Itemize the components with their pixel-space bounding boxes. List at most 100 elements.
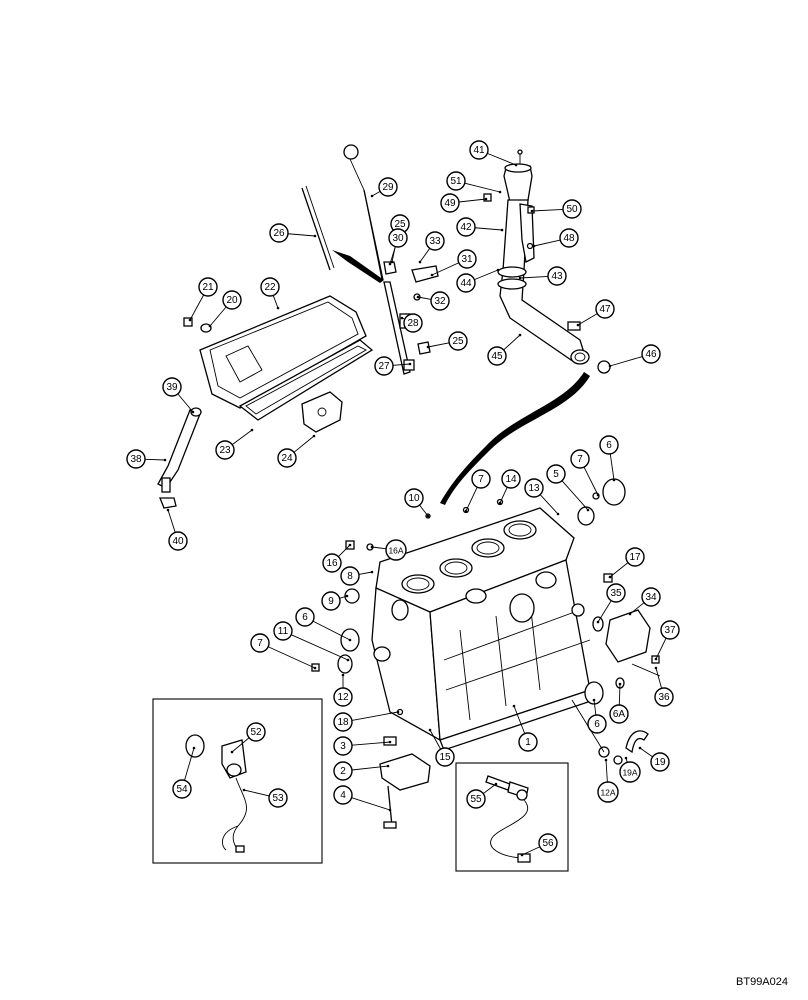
leader-line-c54 bbox=[184, 747, 195, 781]
callout-number: 6A bbox=[613, 709, 626, 720]
callout-c12A: 12A bbox=[597, 781, 619, 803]
callout-number: 10 bbox=[408, 493, 420, 504]
callout-number: 16A bbox=[388, 546, 403, 556]
callout-c51: 51 bbox=[446, 171, 466, 191]
callout-number: 47 bbox=[599, 304, 611, 315]
callout-number: 20 bbox=[226, 295, 238, 306]
callout-c49: 49 bbox=[440, 193, 460, 213]
callout-c7b: 7 bbox=[570, 449, 590, 469]
callout-number: 16 bbox=[326, 558, 338, 569]
callout-number: 25 bbox=[452, 336, 464, 347]
sender-inset-box bbox=[152, 698, 323, 864]
callout-c32: 32 bbox=[430, 291, 450, 311]
leader-line-c18 bbox=[351, 711, 399, 721]
leader-line-c20 bbox=[209, 306, 227, 327]
leader-end-c39 bbox=[191, 410, 195, 414]
leader-end-c25b bbox=[426, 345, 430, 349]
leader-line-c36 bbox=[655, 667, 663, 689]
callout-number: 11 bbox=[278, 626, 289, 637]
callout-number: 46 bbox=[645, 349, 657, 360]
callout-c21: 21 bbox=[198, 277, 218, 297]
leader-lines bbox=[144, 152, 667, 857]
callout-c38: 38 bbox=[126, 449, 146, 469]
leader-end-c7c bbox=[313, 666, 317, 670]
callout-number: 44 bbox=[460, 278, 472, 289]
leader-end-c8 bbox=[370, 570, 374, 574]
leader-end-c46 bbox=[608, 364, 612, 368]
callout-c18: 18 bbox=[333, 712, 353, 732]
callout-number: 50 bbox=[566, 204, 578, 215]
leader-line-c27 bbox=[392, 363, 411, 366]
callout-number: 14 bbox=[505, 474, 517, 485]
callout-c10: 10 bbox=[404, 488, 424, 508]
callout-number: 53 bbox=[272, 793, 284, 804]
callout-c9: 9 bbox=[321, 591, 341, 611]
leader-end-c13 bbox=[556, 512, 560, 516]
callout-circle bbox=[440, 193, 460, 213]
leader-end-c21 bbox=[188, 318, 192, 322]
callout-circle bbox=[625, 547, 645, 567]
callout-circle bbox=[597, 781, 619, 803]
callout-c39: 39 bbox=[162, 377, 182, 397]
leader-end-c37 bbox=[654, 657, 658, 661]
leader-line-c56 bbox=[521, 846, 541, 856]
leader-line-c22 bbox=[272, 295, 279, 309]
leader-line-c42 bbox=[474, 227, 503, 231]
leader-end-c16A bbox=[370, 545, 374, 549]
callout-number: 15 bbox=[439, 752, 451, 763]
callout-circle bbox=[340, 566, 360, 586]
callout-c14: 14 bbox=[501, 469, 521, 489]
leader-line-c32 bbox=[417, 296, 432, 300]
callout-number: 25 bbox=[394, 219, 406, 230]
callout-number: 43 bbox=[551, 271, 563, 282]
leader-line-c25b bbox=[427, 342, 450, 348]
callout-circle bbox=[456, 273, 476, 293]
leader-end-c15 bbox=[428, 728, 432, 732]
drawing-code: BT99A024 bbox=[736, 976, 788, 988]
callout-c17: 17 bbox=[625, 547, 645, 567]
leader-line-c10 bbox=[419, 504, 429, 517]
leader-line-c8 bbox=[358, 571, 373, 575]
callout-circle bbox=[388, 228, 408, 248]
callout-c2: 2 bbox=[333, 761, 353, 781]
leader-line-c19 bbox=[639, 747, 653, 758]
callout-c7a: 7 bbox=[471, 469, 491, 489]
oil-filler-tube-assembly bbox=[483, 149, 611, 374]
dipstick-assembly bbox=[301, 144, 439, 375]
callout-c30: 30 bbox=[388, 228, 408, 248]
callout-number: 34 bbox=[645, 592, 657, 603]
callout-c19: 19 bbox=[650, 752, 670, 772]
callout-number: 6 bbox=[606, 440, 612, 451]
callout-c5: 5 bbox=[546, 464, 566, 484]
callout-circle bbox=[660, 620, 680, 640]
callout-c54: 54 bbox=[172, 779, 192, 799]
callout-circle bbox=[269, 223, 289, 243]
callout-circle bbox=[487, 346, 507, 366]
callout-number: 41 bbox=[473, 145, 485, 156]
leader-line-c23 bbox=[231, 429, 253, 446]
callout-number: 22 bbox=[264, 282, 276, 293]
callout-number: 52 bbox=[250, 727, 262, 738]
leader-end-c28 bbox=[400, 316, 404, 320]
leader-line-c49 bbox=[458, 198, 487, 203]
callout-circle bbox=[430, 291, 450, 311]
callout-circle bbox=[333, 761, 353, 781]
callout-circle bbox=[403, 313, 423, 333]
leader-line-c5 bbox=[561, 480, 589, 511]
leader-line-c46 bbox=[609, 356, 643, 367]
callout-c16: 16 bbox=[322, 553, 342, 573]
leader-end-c18 bbox=[396, 710, 400, 714]
leader-end-c16 bbox=[348, 543, 352, 547]
callout-c28: 28 bbox=[403, 313, 423, 333]
leader-end-c26 bbox=[313, 234, 317, 238]
leader-line-c15 bbox=[429, 729, 442, 750]
callout-c6a: 6 bbox=[599, 435, 619, 455]
callout-number: 3 bbox=[340, 741, 346, 752]
callout-c1: 1 bbox=[518, 732, 538, 752]
callout-number: 5 bbox=[553, 469, 559, 480]
callout-circle bbox=[168, 531, 188, 551]
callout-c29: 29 bbox=[378, 177, 398, 197]
callout-circle bbox=[446, 171, 466, 191]
leader-line-c51 bbox=[464, 182, 501, 193]
leader-end-c30 bbox=[388, 262, 392, 266]
